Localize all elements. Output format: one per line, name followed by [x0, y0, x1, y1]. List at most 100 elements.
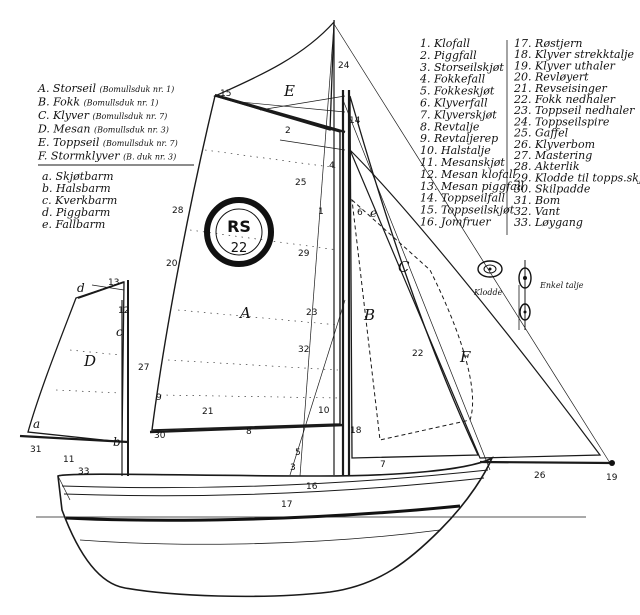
callout-26: 26: [534, 471, 546, 481]
sail-mainsail-A: [151, 95, 341, 431]
rigging-legend-row: 8. Revtalje: [420, 120, 480, 133]
callout-18: 18: [350, 426, 362, 436]
rigging-legend-row: 33. Løygang: [514, 216, 583, 229]
callout-6: 6: [357, 208, 363, 218]
callout-31: 31: [30, 445, 41, 455]
rigging-legend-row: 29. Klodde til topps.skjøt: [513, 171, 640, 184]
rigging-legend-row: 15. Toppseilskjøt: [420, 204, 515, 217]
emblem-bottom-text: 22: [231, 241, 248, 256]
sail-jib-C: [349, 149, 602, 459]
rigging-legend-row: 17. Røstjern: [514, 37, 582, 50]
rigging-legend-row: 22. Fokk nedhaler: [513, 93, 616, 106]
callout-11: 11: [63, 455, 74, 465]
sail-legend: A. Storseil (Bomullsduk nr. 1)B. Fokk (B…: [37, 82, 194, 231]
corner-letter-e: e: [370, 206, 377, 220]
corner-legend-row: e. Fallbarm: [42, 218, 105, 231]
rigging-legend-row: 9. Revtaljerep: [420, 132, 498, 145]
main-mast: [333, 20, 351, 475]
callout-15: 15: [220, 89, 231, 99]
sail-letter-D: D: [83, 352, 96, 370]
hull: [36, 456, 586, 598]
rigging-legend-row: 16. Jomfruer: [420, 216, 491, 229]
rigging-legend-row: 23. Toppseil nedhaler: [513, 104, 635, 117]
callout-12: 12: [118, 306, 129, 316]
callout-32: 32: [298, 345, 309, 355]
rigging-legend-row: 4. Fokkefall: [419, 73, 486, 86]
rigging-legend-row: 20. Revløyert: [513, 71, 589, 84]
emblem-top-text: RS: [227, 217, 251, 236]
bowsprit: [479, 460, 615, 466]
callout-5: 5: [295, 448, 301, 458]
rigging-legend-row: 5. Fokkeskjøt: [420, 85, 495, 98]
rigging-legend-row: 7. Klyverskjøt: [420, 108, 497, 121]
rigging-legend-row: 12. Mesan klofall: [420, 168, 517, 181]
rigging-legend-row: 24. Toppseilspire: [513, 115, 610, 128]
mizzen-mast: [121, 280, 129, 476]
sail-legend-row: B. Fokk (Bomullsduk nr. 1): [37, 96, 158, 109]
rigging-legend-row: 32. Vant: [514, 205, 561, 218]
sail-legend-row: C. Klyver (Bomullsduk nr. 7): [38, 109, 167, 122]
callout-29: 29: [298, 249, 310, 259]
callout-9: 9: [156, 393, 162, 403]
corner-letter-a: a: [33, 417, 40, 431]
corner-legend-row: a. Skjøtbarm: [42, 170, 114, 183]
callout-14: 14: [349, 116, 361, 126]
enkel-talje-icon: [518, 260, 532, 330]
rigging-legend-row: 28. Akterlik: [513, 160, 580, 173]
klodde-block-icon: [477, 260, 503, 278]
sail-legend-row: A. Storseil (Bomullsduk nr. 1): [37, 82, 174, 95]
callout-19: 19: [606, 473, 618, 483]
rigging-legend-row: 30. Skilpadde: [514, 183, 591, 196]
callout-20: 20: [166, 259, 178, 269]
rigging-legend-row: 3. Storseilskjøt: [420, 61, 504, 74]
callout-8: 8: [246, 427, 252, 437]
rigging-legend-row: 26. Klyverbom: [513, 138, 595, 151]
sail-legend-row: D. Mesan (Bomullsduk nr. 3): [37, 123, 169, 136]
sail-letter-B: B: [363, 306, 375, 324]
rigging-legend-row: 1. Klofall: [420, 37, 470, 50]
callout-3: 3: [290, 463, 296, 473]
rigging-legend-row: 11. Mesanskjøt: [420, 156, 505, 169]
callout-2: 2: [285, 126, 291, 136]
callout-4: 4: [329, 161, 335, 171]
callout-1: 1: [318, 207, 324, 217]
callout-17: 17: [281, 500, 292, 510]
rigging-legend-row: 14. Toppseilfall: [420, 192, 506, 205]
callout-27: 27: [138, 363, 149, 373]
corner-letter-c: c: [116, 325, 123, 339]
callout-10: 10: [318, 406, 330, 416]
callout-33: 33: [78, 467, 89, 477]
rigging-legend-row: 10. Halstalje: [420, 144, 491, 157]
rigging-lines: [91, 23, 611, 477]
sail-legend-row: F. Stormklyver (B. duk nr. 3): [37, 150, 176, 163]
gaff-spar: [214, 93, 346, 134]
callout-7: 7: [380, 460, 386, 470]
rigging-legend-row: 25. Gaffel: [513, 127, 569, 140]
rigging-legend-row: 19. Klyver uthaler: [514, 59, 616, 72]
callout-30: 30: [154, 431, 166, 441]
enkel-talje-label: Enkel talje: [539, 281, 584, 290]
callout-16: 16: [306, 482, 318, 492]
rigging-legend-row: 31. Bom: [514, 194, 560, 207]
callout-25: 25: [295, 178, 306, 188]
sail-legend-row: E. Toppseil (Bomullsduk nr. 7): [37, 136, 178, 149]
callout-numbers: 1234567891011121314151617181920212223242…: [30, 61, 618, 510]
rigging-legend-row: 6. Klyverfall: [420, 97, 488, 110]
sail-emblem: RS 22: [204, 197, 274, 267]
callout-28: 28: [172, 206, 184, 216]
corner-letter-d: d: [77, 281, 85, 295]
corner-legend-row: b. Halsbarm: [42, 182, 111, 195]
callout-22: 22: [412, 349, 423, 359]
sail-foresail-B: [349, 95, 480, 459]
sail-letter-A: A: [238, 304, 251, 322]
main-boom: [149, 423, 345, 434]
rigging-legend-row: 27. Mastering: [513, 149, 592, 162]
rigging-legend-row: 21. Revseisinger: [513, 82, 607, 95]
sail-letter-E: E: [283, 82, 295, 100]
callout-24: 24: [338, 61, 350, 71]
sail-mizzen-D: [27, 281, 125, 443]
rigging-legend-row: 2. Piggfall: [419, 49, 477, 62]
